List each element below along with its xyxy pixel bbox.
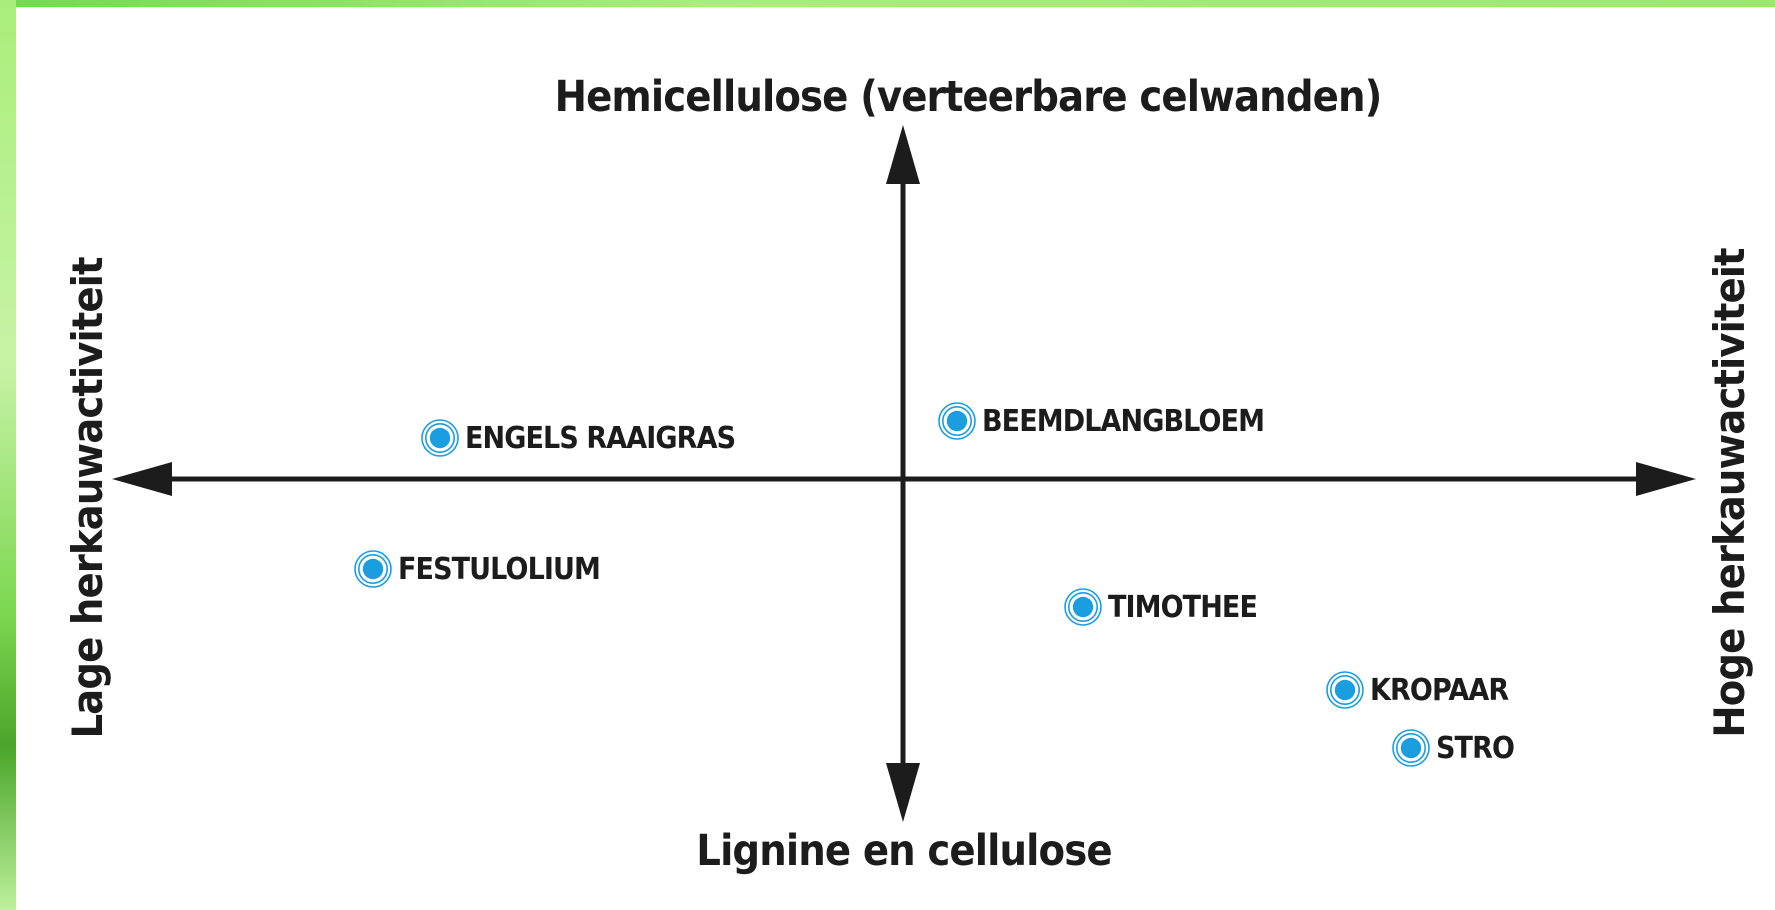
axis-label-top: Hemicellulose (verteerbare celwanden)	[554, 72, 1383, 122]
point-timothee: TIMOTHEE	[1063, 585, 1274, 629]
point-label: TIMOTHEE	[1108, 589, 1258, 625]
point-label: FESTULOLIUM	[398, 551, 601, 587]
point-festulolium: FESTULOLIUM	[353, 547, 622, 591]
green-border-top	[0, 0, 1775, 7]
axis-label-right: Hoge herkauwactiviteit	[1705, 248, 1754, 738]
green-border-left	[0, 0, 16, 910]
arrow-down-icon	[886, 763, 920, 822]
point-label: KROPAAR	[1370, 672, 1509, 708]
axis-label-left: Lage herkauwactiviteit	[63, 257, 112, 739]
point-stro: STRO	[1391, 726, 1523, 770]
point-beemdlangbloem: BEEMDLANGBLOEM	[937, 399, 1295, 443]
target-dot-icon	[420, 418, 460, 458]
target-dot-icon	[1325, 670, 1365, 710]
point-kropaar: KROPAAR	[1325, 668, 1524, 712]
arrow-right-icon	[1636, 462, 1696, 496]
target-dot-icon	[1063, 587, 1103, 627]
axis-label-bottom: Lignine en cellulose	[696, 826, 1112, 876]
point-label: ENGELS RAAIGRAS	[465, 420, 736, 456]
target-dot-icon	[1391, 728, 1431, 768]
target-dot-icon	[353, 549, 393, 589]
arrow-up-icon	[886, 125, 920, 184]
arrow-left-icon	[112, 462, 172, 496]
point-label: BEEMDLANGBLOEM	[982, 403, 1265, 439]
point-label: STRO	[1436, 730, 1515, 766]
point-engels-raaigras: ENGELS RAAIGRAS	[420, 416, 765, 460]
target-dot-icon	[937, 401, 977, 441]
